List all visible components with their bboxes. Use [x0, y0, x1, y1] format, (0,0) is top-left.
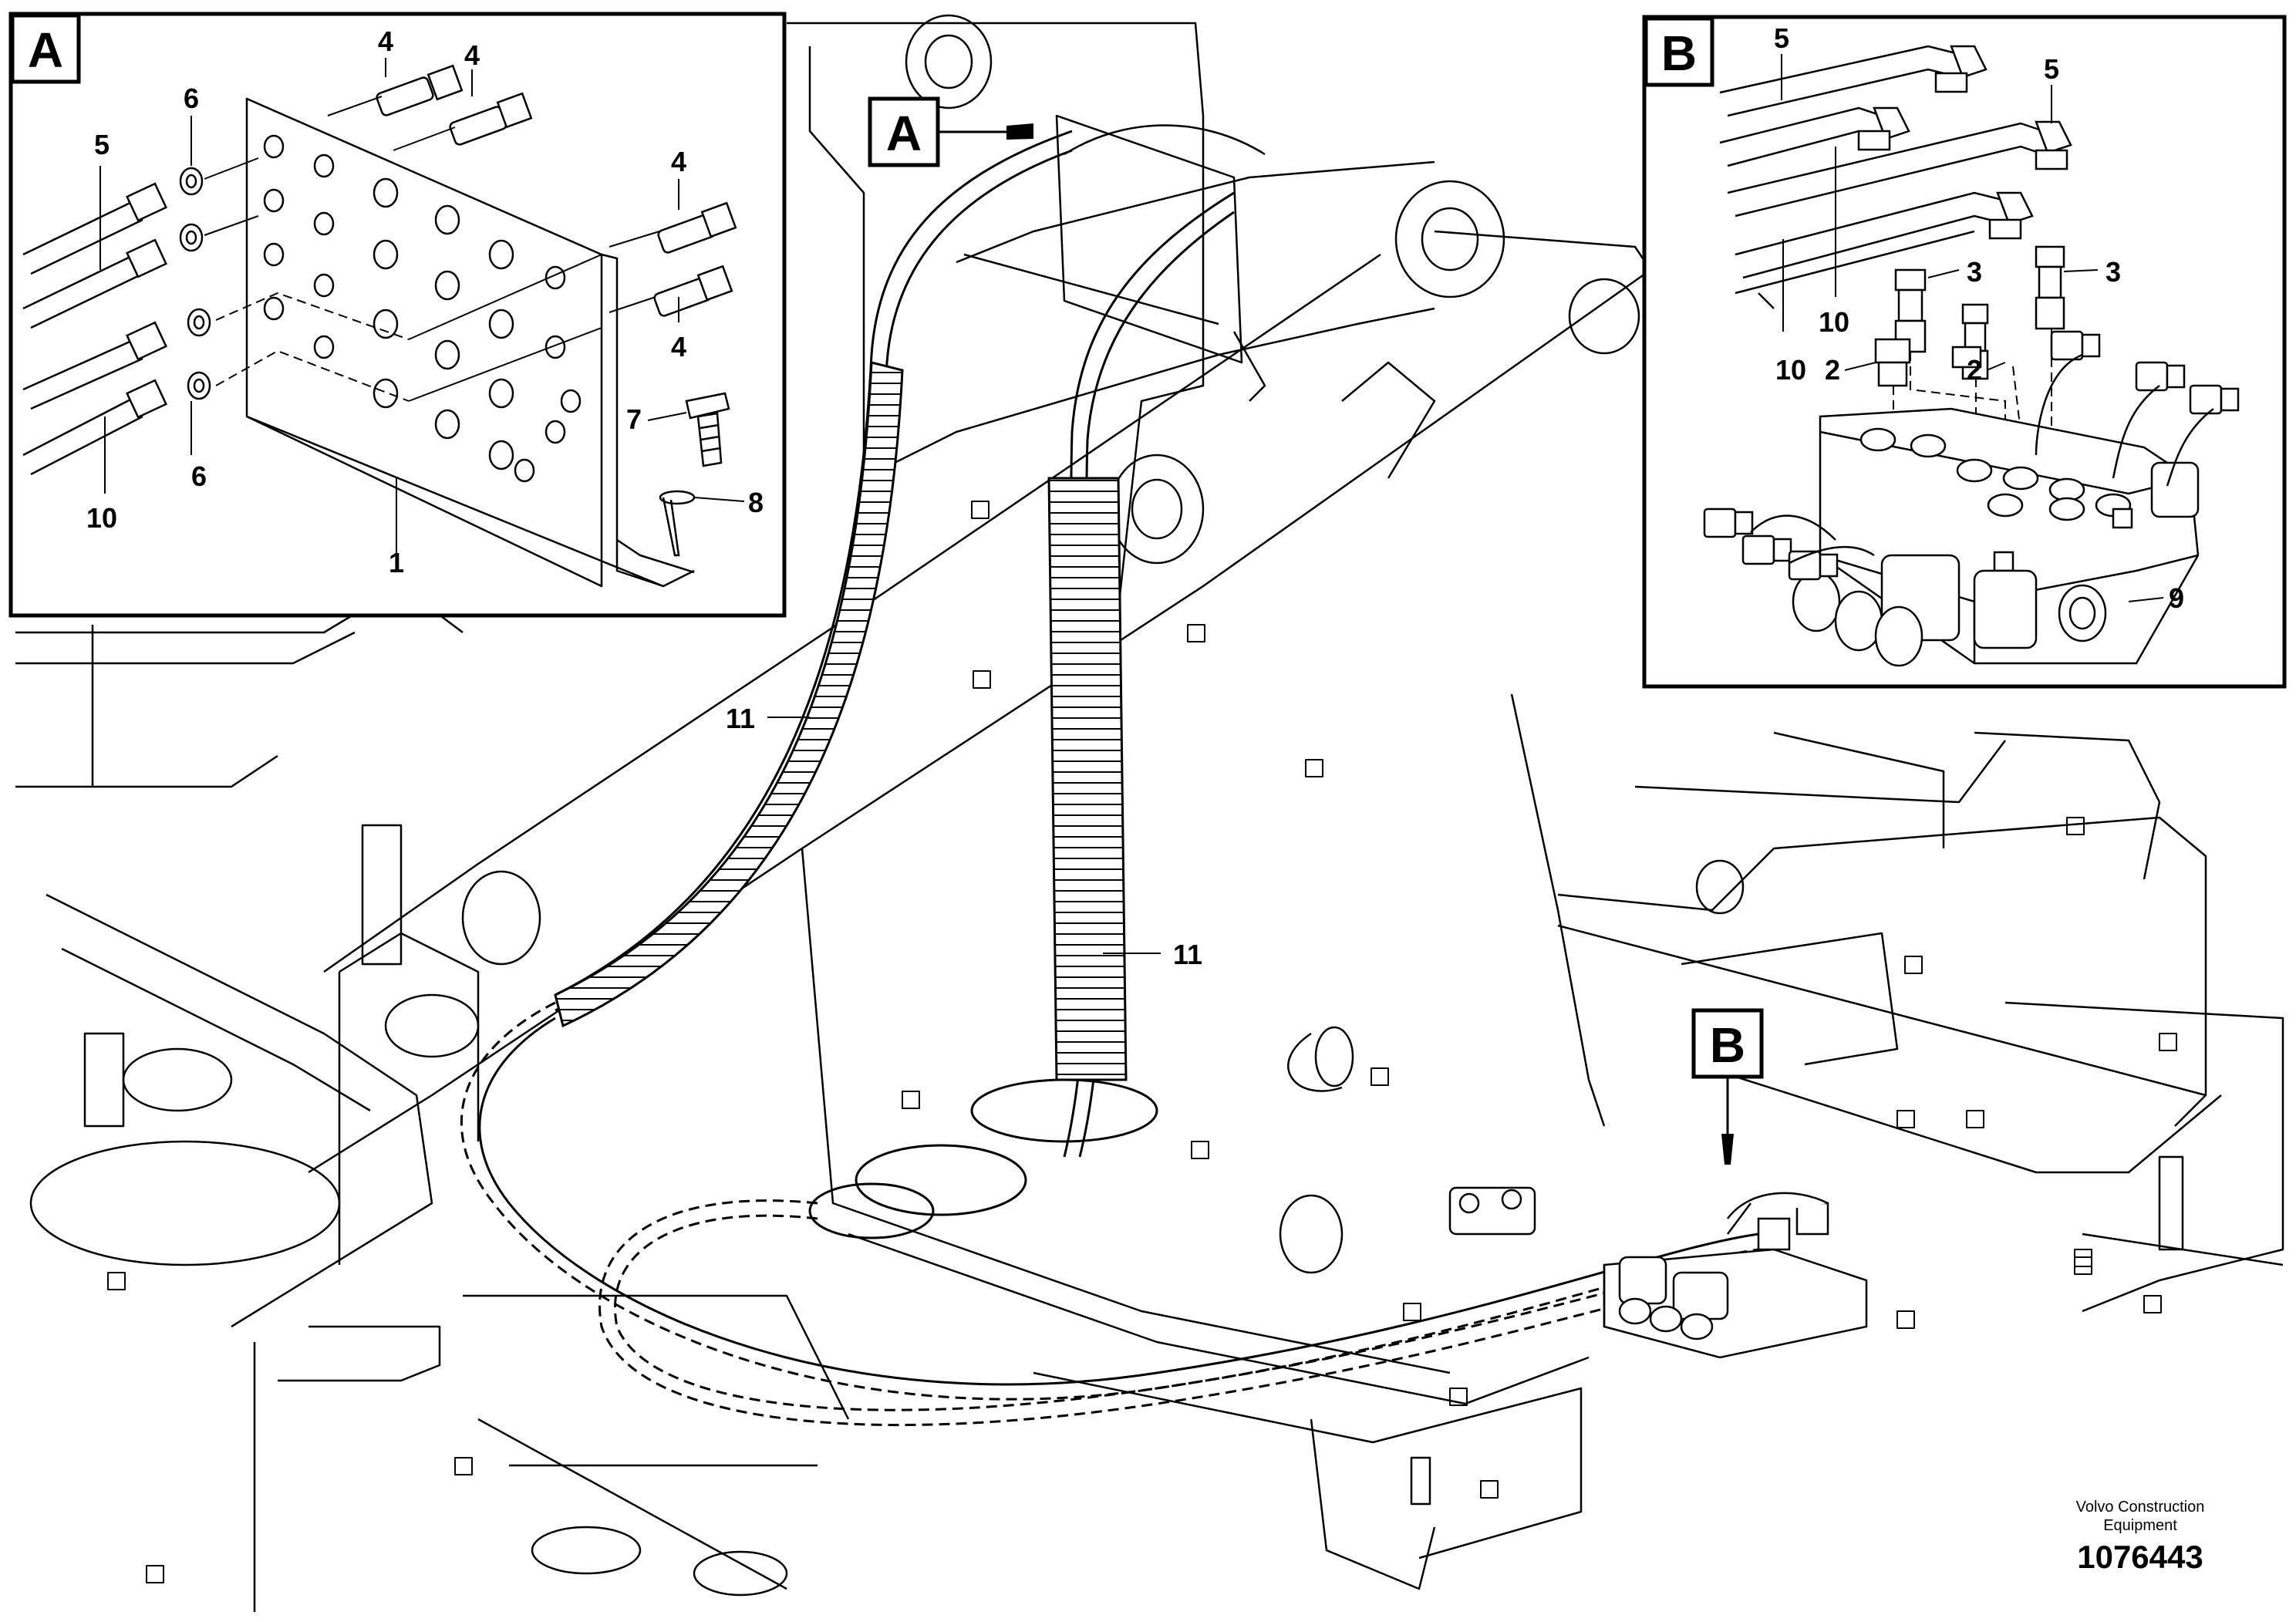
detail-a-washer-8	[659, 490, 696, 557]
callout-b-10-lower: 10	[1775, 354, 1806, 386]
callout-b-9: 9	[2169, 582, 2184, 614]
callout-a-4-mid-lower: 4	[671, 331, 686, 363]
view-marker-a: A	[868, 96, 1033, 167]
company-name-line2: Equipment	[2103, 1517, 2177, 1534]
detail-a-washers	[179, 167, 211, 400]
detail-a-hoses	[22, 182, 167, 476]
callout-a-1: 1	[389, 547, 404, 578]
callout-a-6-bottom: 6	[191, 460, 207, 492]
callout-a-6-top: 6	[184, 83, 199, 114]
hose-bundle-left	[460, 130, 1759, 1401]
company-name-line1: Volvo Construction	[2075, 1499, 2205, 1516]
detail-b-elbows	[1857, 45, 2072, 240]
detail-a-dashed-routes	[215, 292, 410, 402]
callout-b-5-left: 5	[1774, 22, 1789, 54]
callout-b-3-right: 3	[2106, 256, 2121, 288]
callout-a-4-top-left: 4	[378, 25, 393, 57]
detail-b-adapters	[1874, 245, 2065, 387]
detail-a-leaders	[99, 58, 745, 563]
detail-a-panel: A	[8, 12, 787, 618]
machine-frame	[15, 14, 2284, 1612]
detail-a-adapters	[376, 64, 737, 317]
callout-b-2-left: 2	[1825, 354, 1840, 386]
detail-a-letter: A	[28, 22, 63, 78]
detail-a-plate	[245, 97, 695, 588]
view-marker-a-letter: A	[886, 106, 922, 161]
detail-a-bolt	[685, 392, 730, 467]
valve-assembly-main	[1448, 1186, 1868, 1359]
figure-number: 1076443	[2077, 1539, 2203, 1575]
callout-a-5: 5	[94, 129, 110, 160]
view-marker-b: B	[1691, 1008, 1764, 1165]
callout-a-4-top-right: 4	[464, 39, 480, 71]
hose-bundle-right	[598, 191, 1767, 1427]
callout-a-10: 10	[86, 502, 117, 534]
main-leaders	[767, 717, 1161, 954]
detail-b-letter: B	[1661, 25, 1697, 81]
frame-fasteners	[107, 501, 2177, 1583]
callout-main-11-left: 11	[726, 703, 755, 734]
detail-b-panel: B	[1642, 15, 2287, 689]
detail-b-connectors	[1703, 330, 2240, 581]
callout-a-8: 8	[748, 487, 764, 518]
detail-b-control-valve	[1792, 407, 2200, 667]
callout-b-3-mid: 3	[1967, 256, 1982, 288]
callout-a-4-mid-upper: 4	[671, 146, 686, 177]
detail-b-leaders	[1781, 54, 2164, 602]
callout-b-10-upper: 10	[1819, 306, 1849, 338]
callout-b-5-right: 5	[2044, 53, 2059, 85]
view-marker-b-letter: B	[1710, 1017, 1745, 1073]
figure-footer: Volvo Construction Equipment 1076443	[2013, 1498, 2267, 1576]
callout-a-7: 7	[626, 403, 642, 435]
callout-b-2-right: 2	[1967, 354, 1982, 386]
callout-main-11-right: 11	[1173, 939, 1202, 970]
